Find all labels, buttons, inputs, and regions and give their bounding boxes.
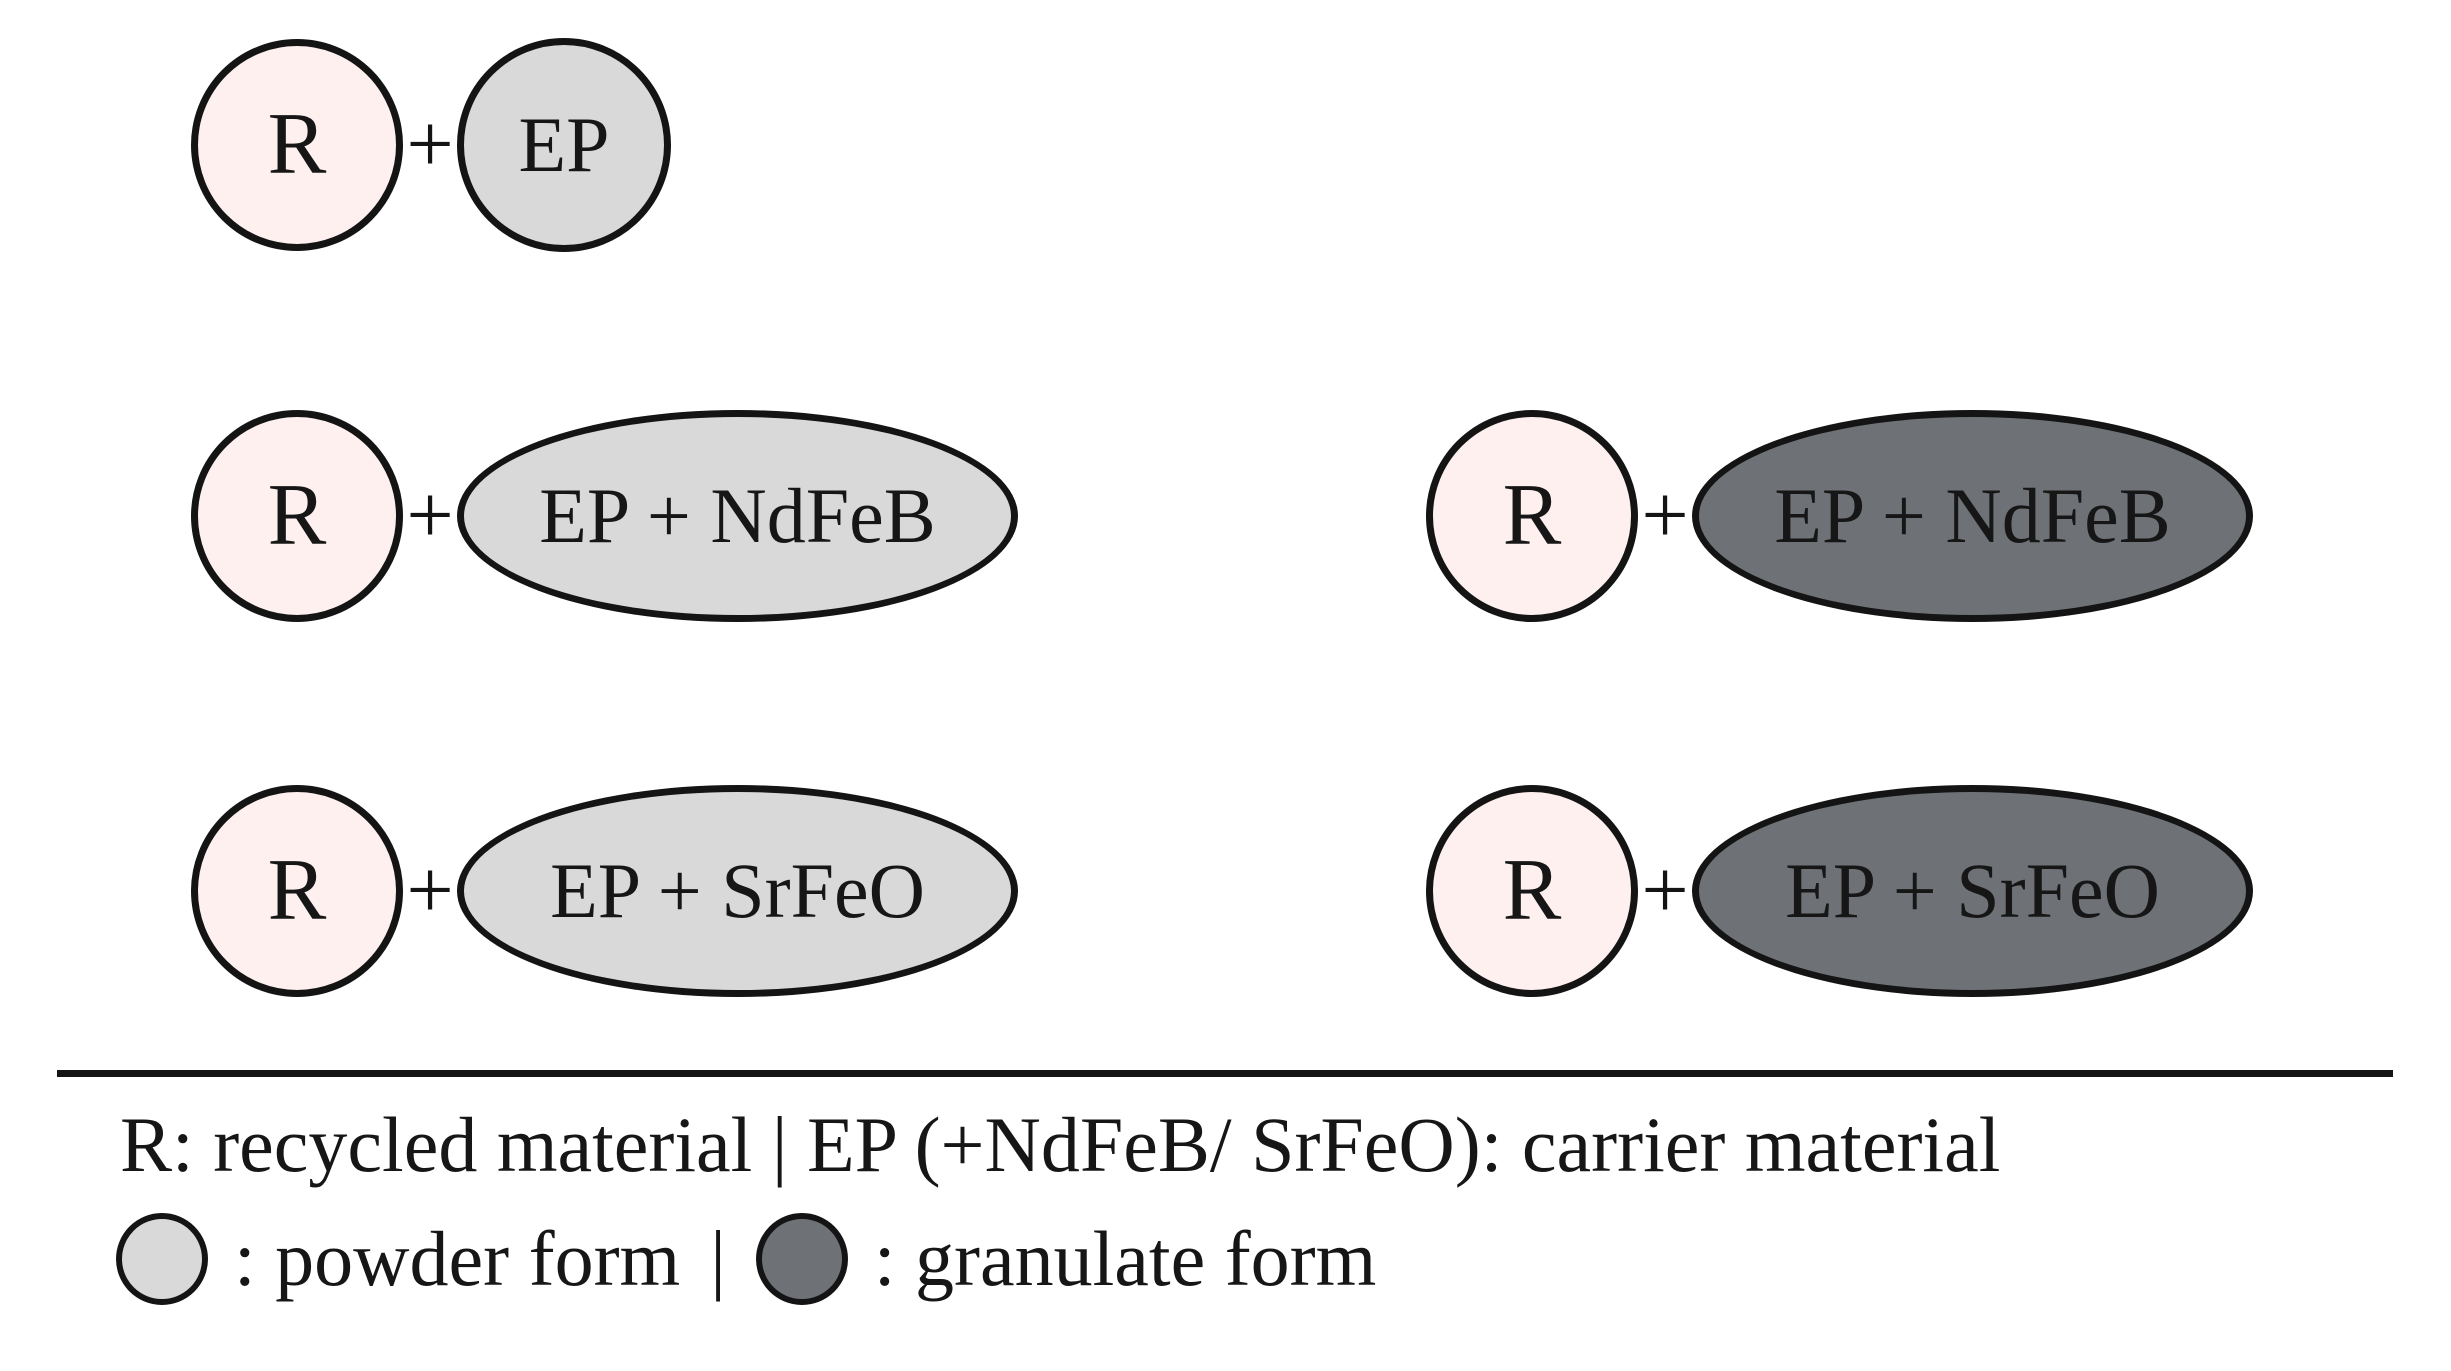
recycled-circle: R bbox=[191, 39, 403, 251]
carrier-label: EP bbox=[518, 101, 610, 188]
granulate-swatch bbox=[755, 1212, 848, 1305]
carrier-ellipse-powder: EP + NdFeB bbox=[457, 410, 1018, 622]
carrier-circle-powder: EP bbox=[457, 38, 671, 252]
powder-swatch bbox=[116, 1212, 208, 1305]
plus-sign: + bbox=[406, 98, 454, 191]
carrier-ellipse-powder: EP + SrFeO bbox=[457, 785, 1018, 997]
granulate-form-label: : granulate form bbox=[873, 1215, 1377, 1302]
legend-definitions: R: recycled material | EP (+NdFeB/ SrFeO… bbox=[120, 1101, 2001, 1188]
legend-separator: | bbox=[710, 1215, 726, 1302]
carrier-ellipse-granulate: EP + SrFeO bbox=[1692, 785, 2253, 997]
recycled-label: R bbox=[267, 842, 327, 939]
carrier-label: EP + SrFeO bbox=[1785, 847, 2160, 934]
combo-r-ep-srfeo-powder: R + EP + SrFeO bbox=[191, 785, 1018, 997]
plus-sign: + bbox=[406, 844, 454, 937]
recycled-label: R bbox=[1502, 842, 1562, 939]
recycled-label: R bbox=[267, 96, 327, 193]
legend-forms: : powder form | : granulate form bbox=[116, 1212, 1376, 1306]
recycled-circle: R bbox=[191, 785, 403, 997]
recycled-circle: R bbox=[1426, 410, 1638, 622]
plus-sign: + bbox=[406, 469, 454, 562]
carrier-label: EP + SrFeO bbox=[550, 847, 925, 934]
legend-divider bbox=[57, 1070, 2393, 1077]
carrier-label: EP + NdFeB bbox=[539, 472, 936, 559]
recycled-circle: R bbox=[191, 410, 403, 622]
powder-form-label: : powder form bbox=[234, 1215, 681, 1302]
combo-r-ep: R + EP bbox=[191, 38, 671, 252]
carrier-label: EP + NdFeB bbox=[1774, 472, 2171, 559]
recycled-circle: R bbox=[1426, 785, 1638, 997]
plus-sign: + bbox=[1641, 469, 1689, 562]
combo-r-ep-srfeo-granulate: R + EP + SrFeO bbox=[1426, 785, 2253, 997]
carrier-ellipse-granulate: EP + NdFeB bbox=[1692, 410, 2253, 622]
plus-sign: + bbox=[1641, 844, 1689, 937]
recycled-label: R bbox=[1502, 467, 1562, 564]
recycled-label: R bbox=[267, 467, 327, 564]
combo-r-ep-ndfeb-granulate: R + EP + NdFeB bbox=[1426, 410, 2253, 622]
combo-r-ep-ndfeb-powder: R + EP + NdFeB bbox=[191, 410, 1018, 622]
